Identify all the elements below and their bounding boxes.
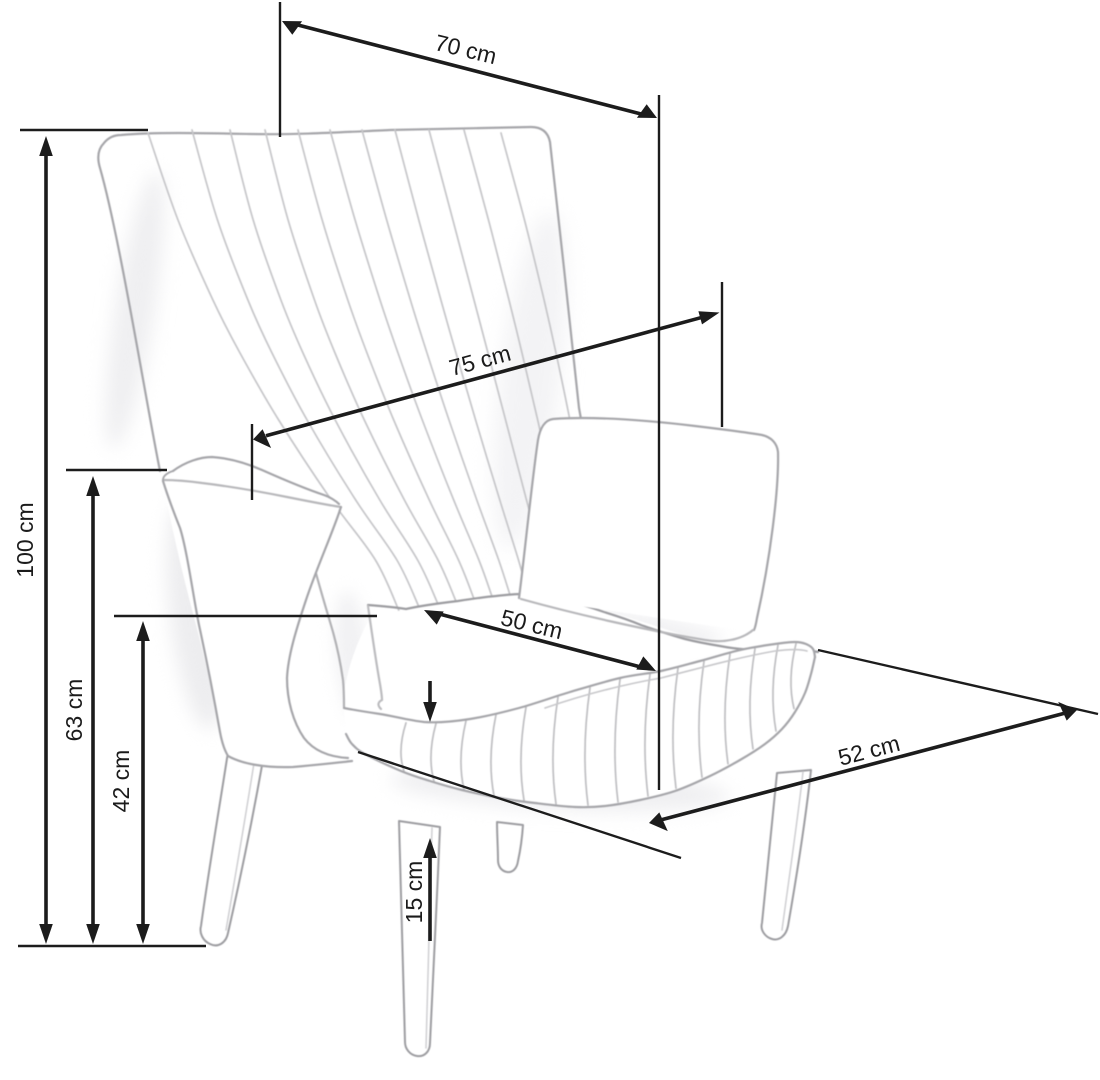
svg-text:42 cm: 42 cm [108, 750, 134, 813]
svg-text:63 cm: 63 cm [61, 679, 87, 742]
svg-text:15 cm: 15 cm [401, 861, 427, 924]
svg-text:100 cm: 100 cm [12, 502, 38, 577]
